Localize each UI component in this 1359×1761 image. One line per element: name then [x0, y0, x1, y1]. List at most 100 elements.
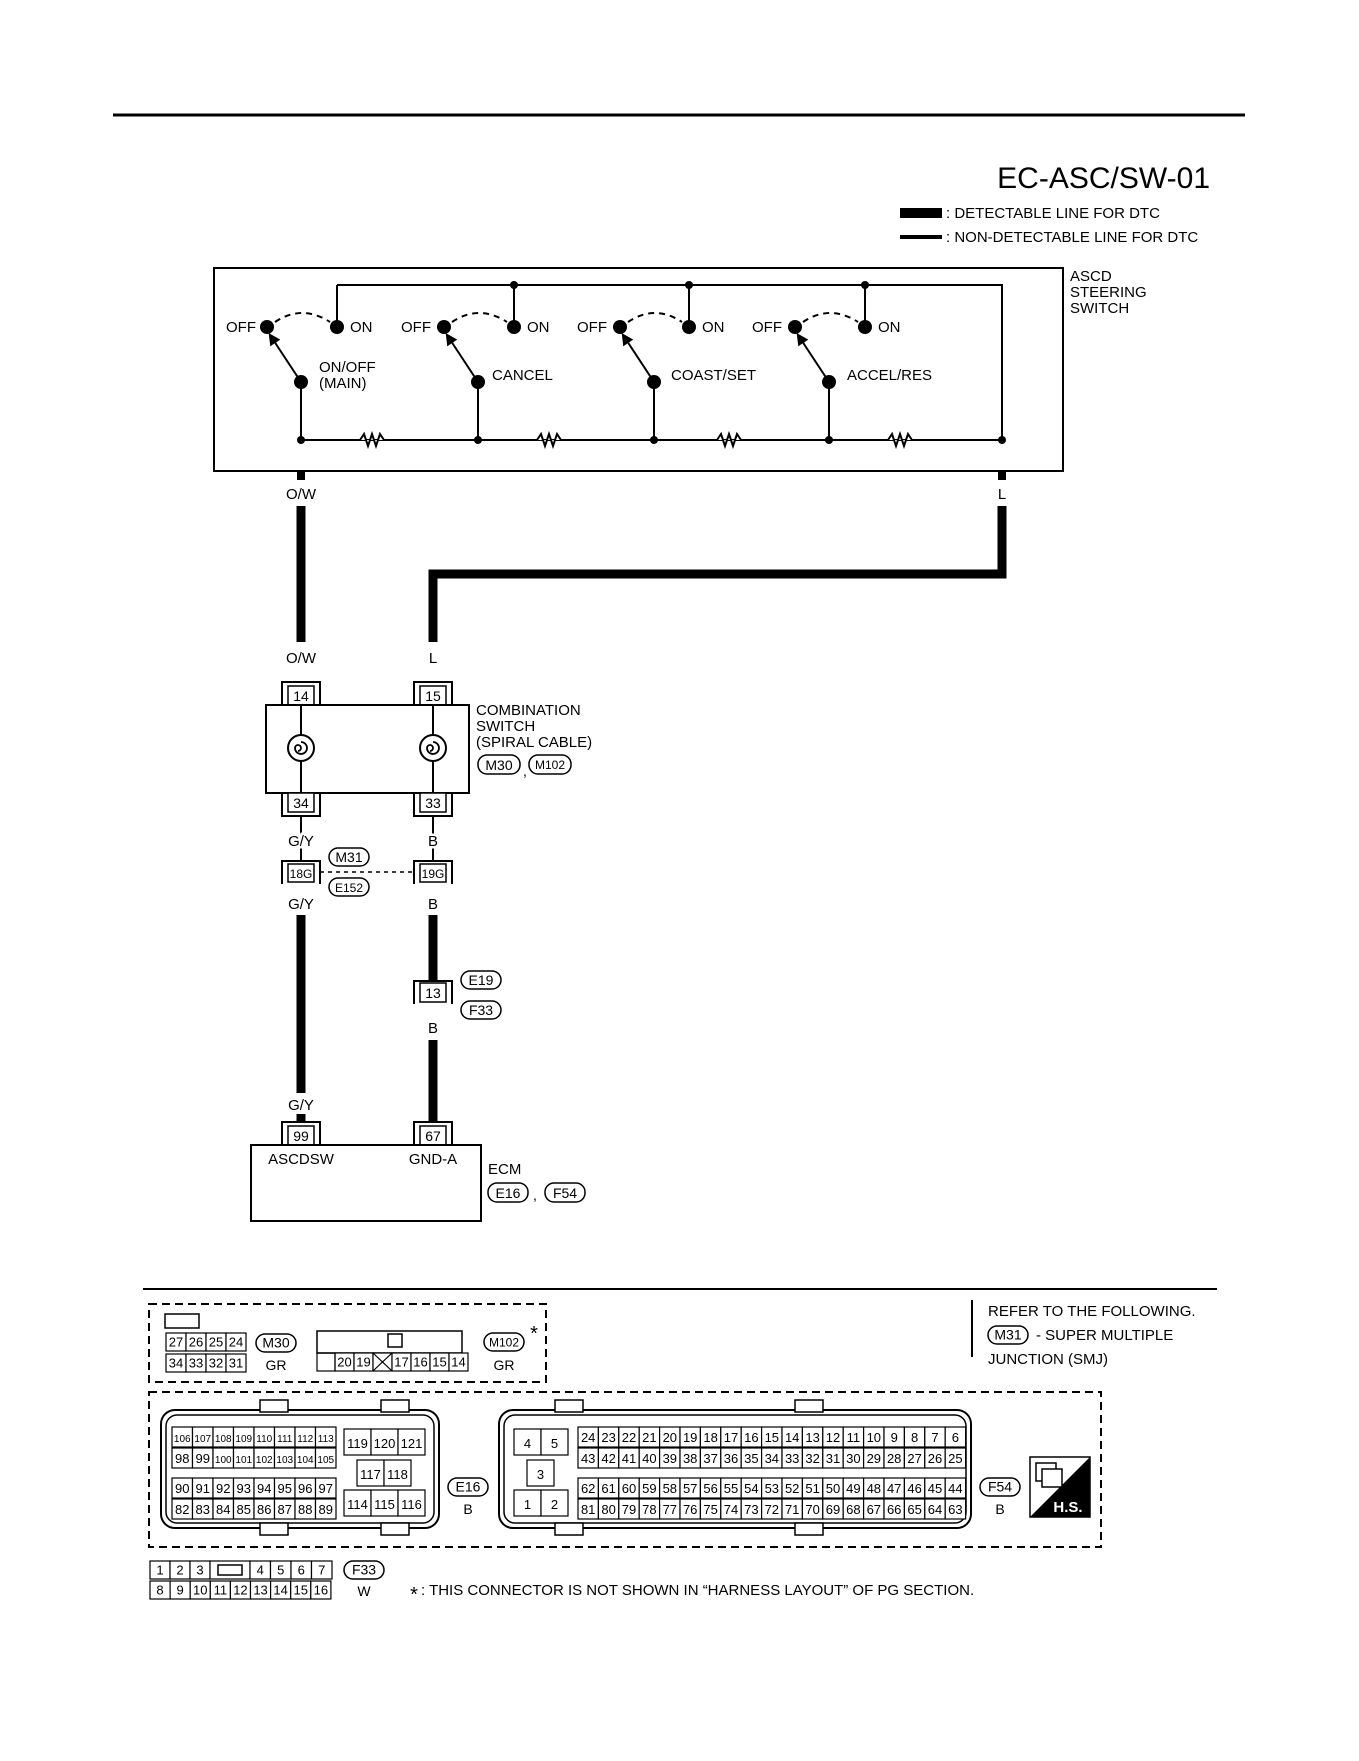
connector-tag-m102-label: M102 [535, 758, 565, 772]
pin-number: 9 [891, 1430, 898, 1445]
connector-color: GR [266, 1357, 287, 1373]
pin-number: 25 [948, 1451, 962, 1466]
pin-number: 16 [314, 1582, 328, 1597]
terminal-gnd-a: GND-A [409, 1151, 457, 1168]
pin-number: 32 [805, 1451, 819, 1466]
pin-number: 4 [524, 1436, 531, 1451]
wire-color-ow: O/W [286, 486, 317, 503]
pin-number: 50 [826, 1481, 840, 1496]
steering-switch-title-2: STEERING [1070, 284, 1147, 301]
connector-latch [554, 1522, 584, 1536]
pin-number: 107 [194, 1434, 211, 1445]
combination-switch-title-2: SWITCH [476, 718, 535, 735]
pin-number: 59 [642, 1481, 656, 1496]
footnote-text: : THIS CONNECTOR IS NOT SHOWN IN “HARNES… [421, 1582, 974, 1599]
pin-number: 36 [724, 1451, 738, 1466]
pin-number: 115 [374, 1497, 395, 1512]
pin-number: 45 [928, 1481, 942, 1496]
on-label: ON [350, 319, 373, 336]
wire-color-b: B [428, 833, 438, 850]
pin-99: 99 [293, 1128, 309, 1144]
connector-tag-m31 [328, 847, 370, 867]
pin-number: 85 [237, 1502, 251, 1517]
switch-label: ON/OFF [319, 359, 376, 376]
pin-number: 61 [601, 1481, 615, 1496]
off-label: OFF [226, 319, 256, 336]
spiral-cable-icon [419, 734, 447, 762]
wire-l [428, 506, 1007, 642]
pin-number: 92 [216, 1481, 230, 1496]
pin-number: 71 [785, 1502, 799, 1517]
pin-cell [314, 1498, 337, 1520]
pin-number: 33 [785, 1451, 799, 1466]
pin-number: 37 [703, 1451, 717, 1466]
switch-blade [268, 332, 302, 383]
pin-number: 23 [601, 1430, 615, 1445]
pin-number: 55 [724, 1481, 738, 1496]
pin-cell-cross [372, 1352, 393, 1372]
pin-number: 33 [189, 1355, 203, 1370]
f54-inner [503, 1414, 967, 1524]
pin-number: 114 [347, 1497, 368, 1512]
pin-box-18g [287, 863, 315, 883]
off-contact [788, 320, 802, 334]
pin-number: 24 [581, 1430, 595, 1445]
pin-number: 24 [229, 1334, 243, 1349]
pin-number: 93 [237, 1481, 251, 1496]
pin-number: 10 [193, 1582, 207, 1597]
ecm: 99 67 ASCDSW GND-A ECM E16 , F54 [250, 1121, 586, 1222]
pin-number: 6 [952, 1430, 959, 1445]
pin-number: 31 [229, 1355, 243, 1370]
pin-number: 105 [317, 1455, 334, 1466]
pin-box-13 [419, 982, 447, 1003]
pin-33: 33 [425, 795, 441, 811]
off-contact [437, 320, 451, 334]
pin-number: 8 [156, 1582, 163, 1597]
pin-number: 113 [318, 1434, 334, 1445]
combination-switch: 14 15 34 33 COMBINATION SWITCH (SPIRAL C… [265, 681, 592, 817]
pin-number: 31 [826, 1451, 840, 1466]
pin-number: 88 [298, 1502, 312, 1517]
legend-thick-line [900, 208, 942, 218]
pin-number: 121 [401, 1436, 423, 1451]
pin-cell [944, 1498, 967, 1520]
legend: : DETECTABLE LINE FOR DTC : NON-DETECTAB… [900, 205, 1198, 246]
pin-number: 8 [911, 1430, 918, 1445]
pin-number: 21 [642, 1430, 656, 1445]
off-label: OFF [401, 319, 431, 336]
connector-tag-f33 [460, 1000, 502, 1020]
pin-number: 68 [846, 1502, 860, 1517]
pin-number: 27 [907, 1451, 921, 1466]
pin-cell [397, 1428, 426, 1456]
terminal-ascdsw: ASCDSW [268, 1151, 335, 1168]
connector-tag-m102 [528, 754, 572, 775]
pin-number: 76 [683, 1502, 697, 1517]
switch-on-off-main: OFF ON ON/OFF (MAIN) [226, 285, 376, 440]
pin-number: 29 [867, 1451, 881, 1466]
pin-number: 1 [156, 1562, 163, 1577]
switch-cancel: OFF ON CANCEL [401, 285, 553, 440]
switch-label: CANCEL [492, 367, 553, 384]
connector-bracket [413, 980, 453, 1004]
pin-cell [314, 1477, 337, 1499]
refer-text: - SUPER MULTIPLE [1036, 1327, 1173, 1344]
pin-number: 25 [209, 1334, 223, 1349]
pin-19g: 19G [422, 867, 445, 881]
connector-tag-label: F33 [352, 1562, 376, 1578]
pin-number: 16 [413, 1354, 427, 1369]
connector-bracket [413, 681, 453, 705]
pin-number: 66 [887, 1502, 901, 1517]
pin-number: 116 [401, 1497, 422, 1512]
pin-number: 104 [297, 1455, 314, 1466]
pin-number: 79 [622, 1502, 636, 1517]
connector-color: W [357, 1583, 371, 1599]
pin-number: 18 [703, 1430, 717, 1445]
connector-tag-f54 [544, 1182, 586, 1203]
connector-tag-m30-label: M30 [485, 757, 512, 773]
resistor-1 [359, 430, 385, 450]
footnote-mark: * [410, 1584, 418, 1606]
wire-color-b: B [428, 896, 438, 913]
pin-number: 119 [347, 1436, 368, 1451]
pin-number: 65 [907, 1502, 921, 1517]
